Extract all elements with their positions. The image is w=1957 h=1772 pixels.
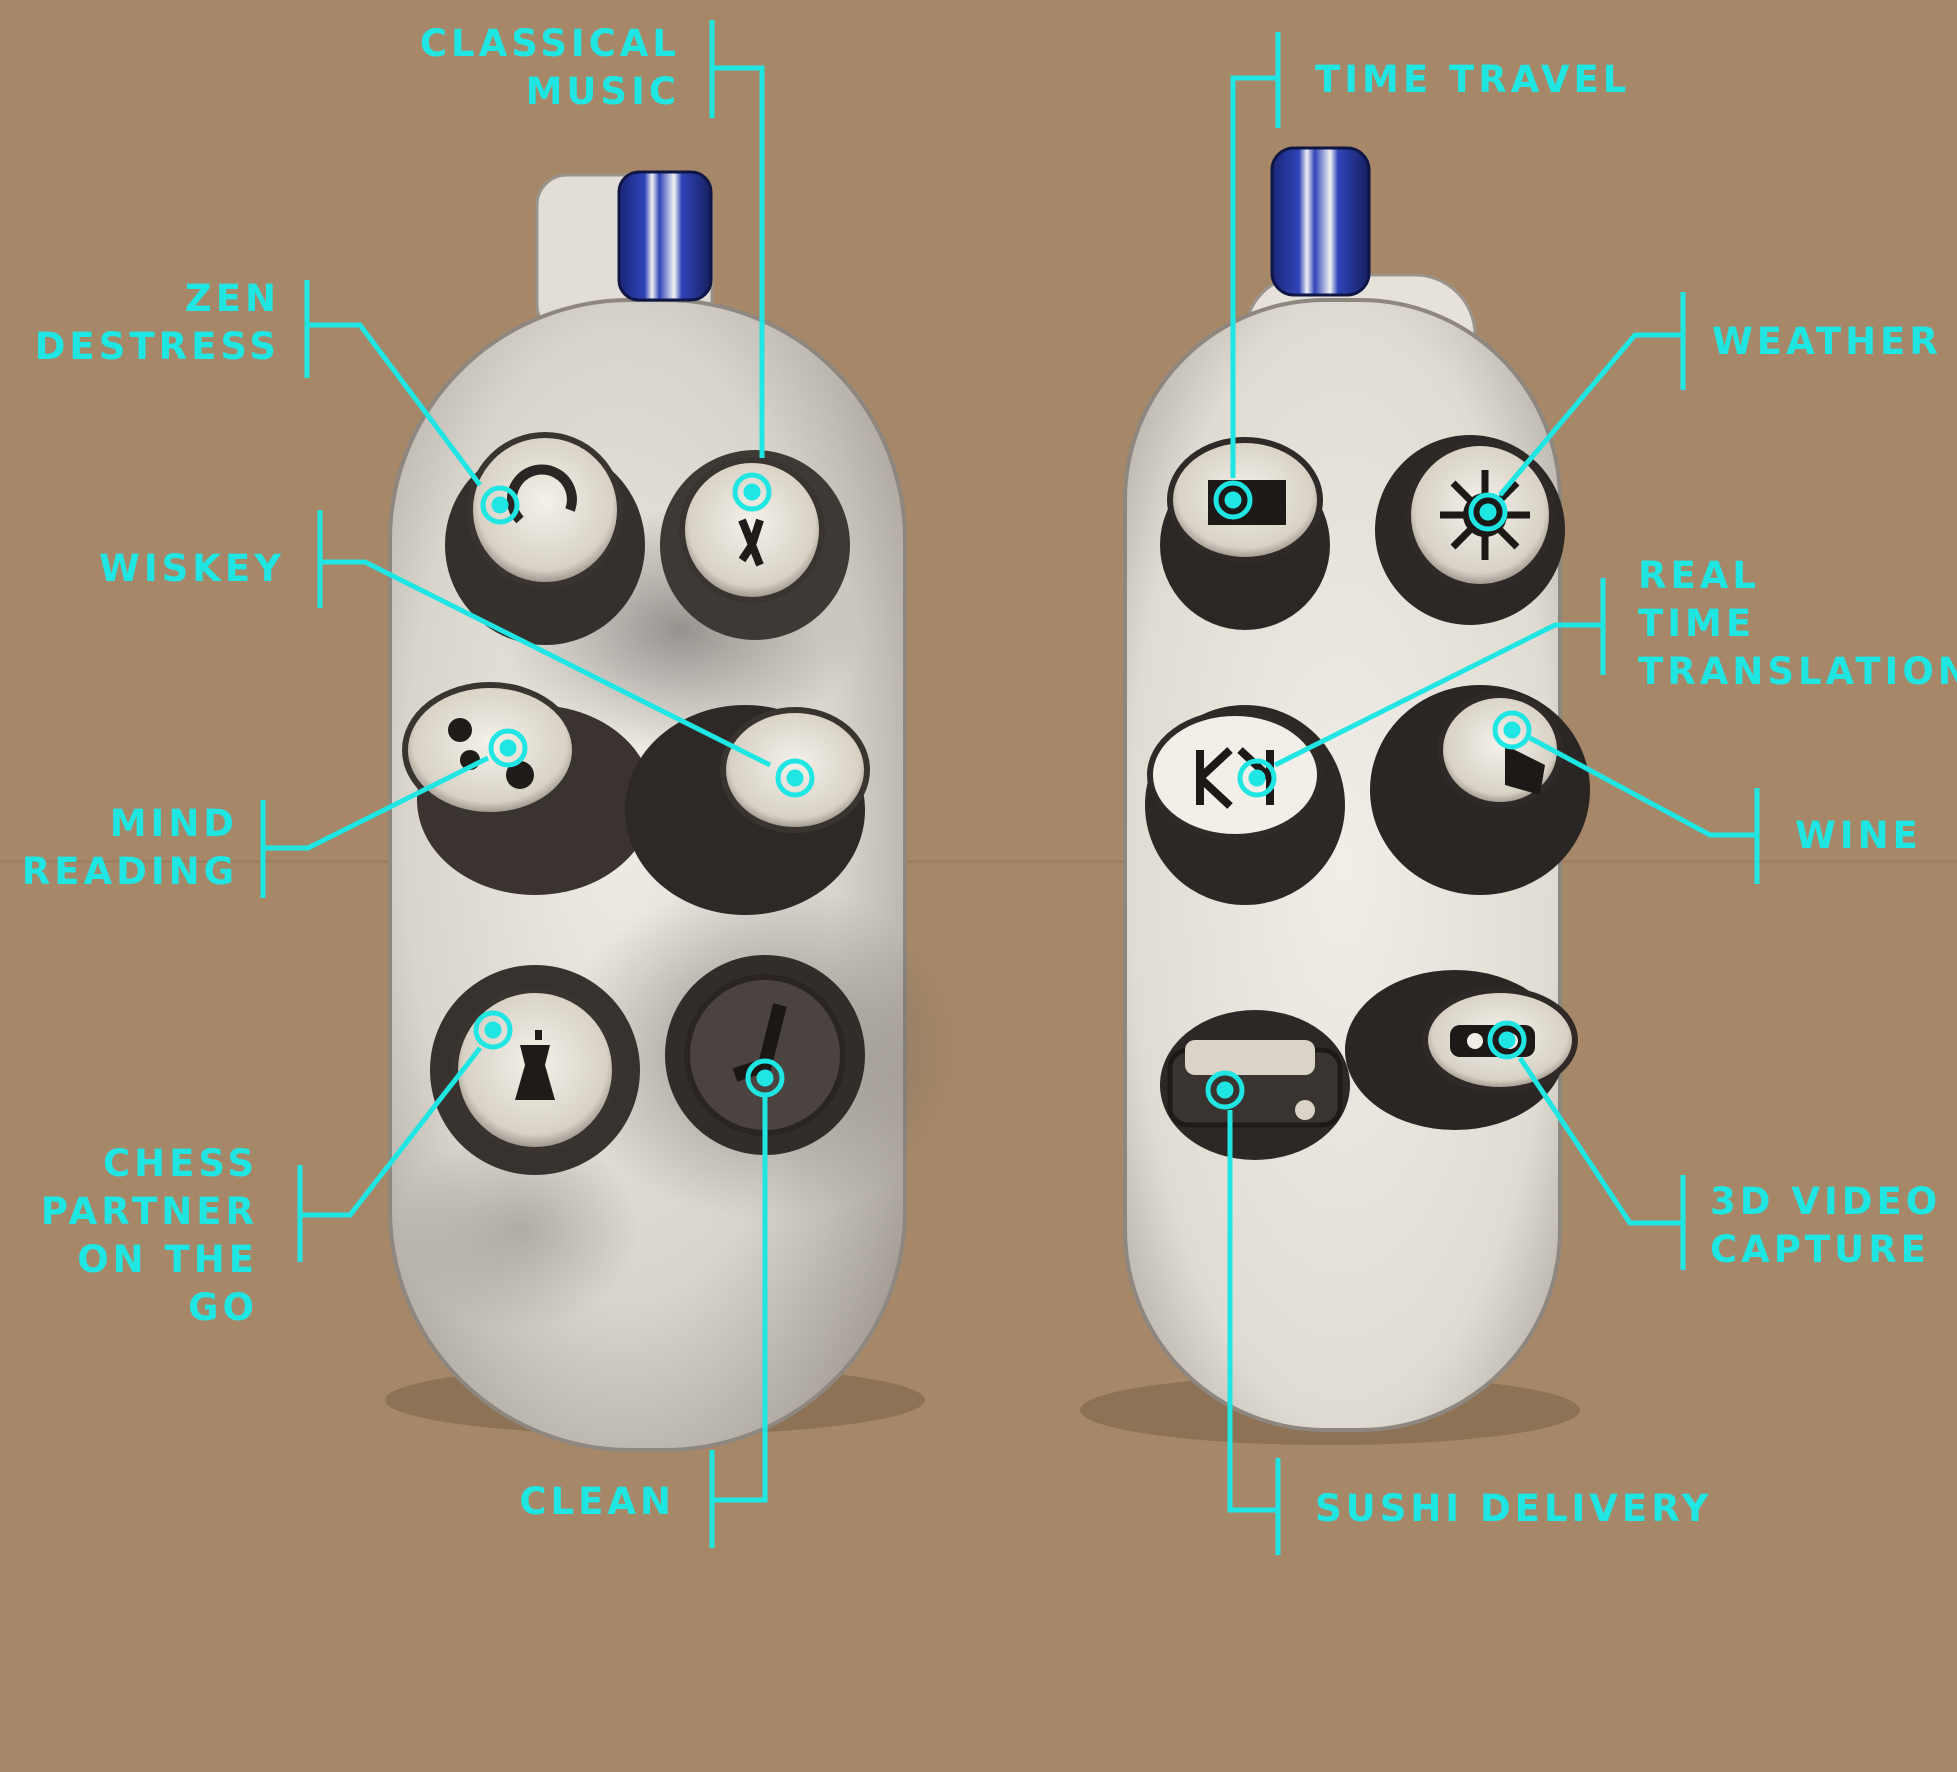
leader-wiskey	[317, 510, 815, 798]
knob-zen-destress	[445, 432, 645, 645]
label-wine: WINE	[1795, 814, 1922, 857]
leader-time-travel	[1213, 32, 1281, 520]
label-real-time-translation: REAL TIME TRANSLATION	[1638, 554, 1957, 693]
knob-classical-music	[660, 450, 850, 640]
knob-wine	[1370, 685, 1590, 895]
bead-antenna	[1270, 146, 1371, 297]
label-zen-destress: ZEN DESTRESS	[34, 277, 280, 368]
leader-zen-destress	[304, 280, 520, 525]
label-classical-music: CLASSICAL MUSIC	[419, 22, 680, 113]
leader-clean	[709, 1058, 785, 1548]
knob-time-travel	[1160, 437, 1330, 630]
label-mind-reading: MIND READING	[21, 802, 238, 893]
leader-weather	[1468, 292, 1686, 532]
leader-mind-reading	[260, 728, 528, 898]
label-chess-partner: CHESS PARTNER ON THE GO	[40, 1142, 258, 1329]
label-clean: CLEAN	[519, 1480, 675, 1523]
leader-chess-partner	[297, 1010, 513, 1262]
leader-3d-video-capture	[1487, 1020, 1686, 1270]
label-sushi-delivery: SUSHI DELIVERY	[1315, 1487, 1713, 1530]
knob-sushi-delivery	[1160, 1010, 1350, 1160]
label-time-travel: TIME TRAVEL	[1315, 58, 1631, 101]
leader-wine	[1492, 710, 1760, 884]
leader-classical-music	[709, 20, 772, 512]
left-ceramic-remote	[385, 170, 960, 1452]
label-wiskey: WISKEY	[99, 547, 285, 590]
knob-real-time-translation	[1145, 705, 1345, 905]
label-3d-video-capture: 3D VIDEO CAPTURE	[1710, 1180, 1942, 1271]
knob-clean	[665, 955, 865, 1155]
knob-mind-reading	[402, 682, 653, 895]
leader-real-time-translation	[1237, 578, 1606, 798]
annotation-overlay	[260, 20, 1760, 1555]
leader-sushi-delivery	[1205, 1070, 1281, 1555]
bead-antenna	[617, 170, 713, 302]
label-weather: WEATHER	[1712, 320, 1942, 363]
knob-weather	[1375, 435, 1565, 625]
